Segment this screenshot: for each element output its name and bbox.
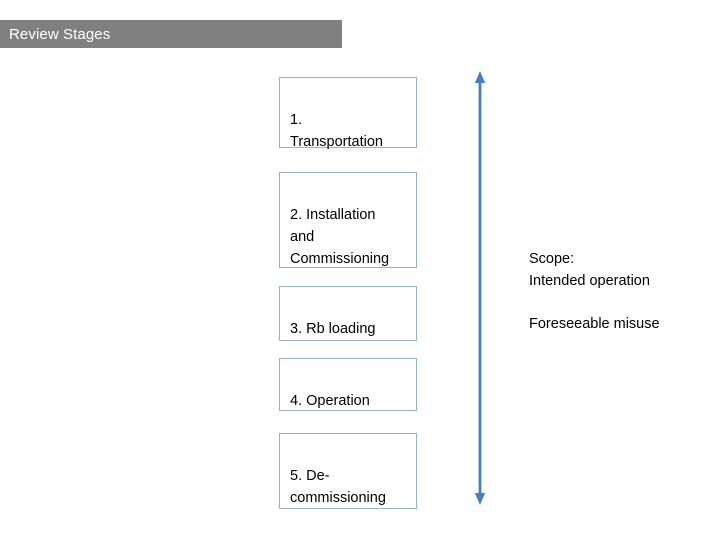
double-headed-vertical-arrow-icon	[474, 71, 486, 505]
scope-note-intended-operation: Scope: Intended operation	[529, 226, 650, 292]
scope-note-text: Scope: Intended operation	[529, 251, 650, 289]
stage-box-rb-loading[interactable]: 3. Rb loading	[279, 286, 417, 341]
stage-box-label: 4. Operation	[290, 393, 370, 409]
scope-note-text: Foreseeable misuse	[529, 316, 660, 332]
stage-box-label: 3. Rb loading	[290, 321, 376, 337]
stage-box-transportation[interactable]: 1. Transportation	[279, 77, 417, 150]
scope-note-foreseeable-misuse: Foreseeable misuse	[529, 291, 660, 335]
stage-box-label: 1. Transportation	[290, 112, 383, 150]
stage-box-operation[interactable]: 4. Operation	[279, 358, 417, 411]
stage-box-label: 2. Installation and Commissioning	[290, 207, 390, 267]
stage-box-label: 5. De- commissioning	[290, 468, 386, 506]
page-title: Review Stages	[9, 25, 111, 43]
stage-box-installation-commissioning[interactable]: 2. Installation and Commissioning	[279, 172, 417, 268]
title-banner: Review Stages	[0, 20, 342, 48]
stage-box-decommissioning[interactable]: 5. De- commissioning	[279, 433, 417, 509]
scope-span-arrow	[466, 66, 494, 510]
